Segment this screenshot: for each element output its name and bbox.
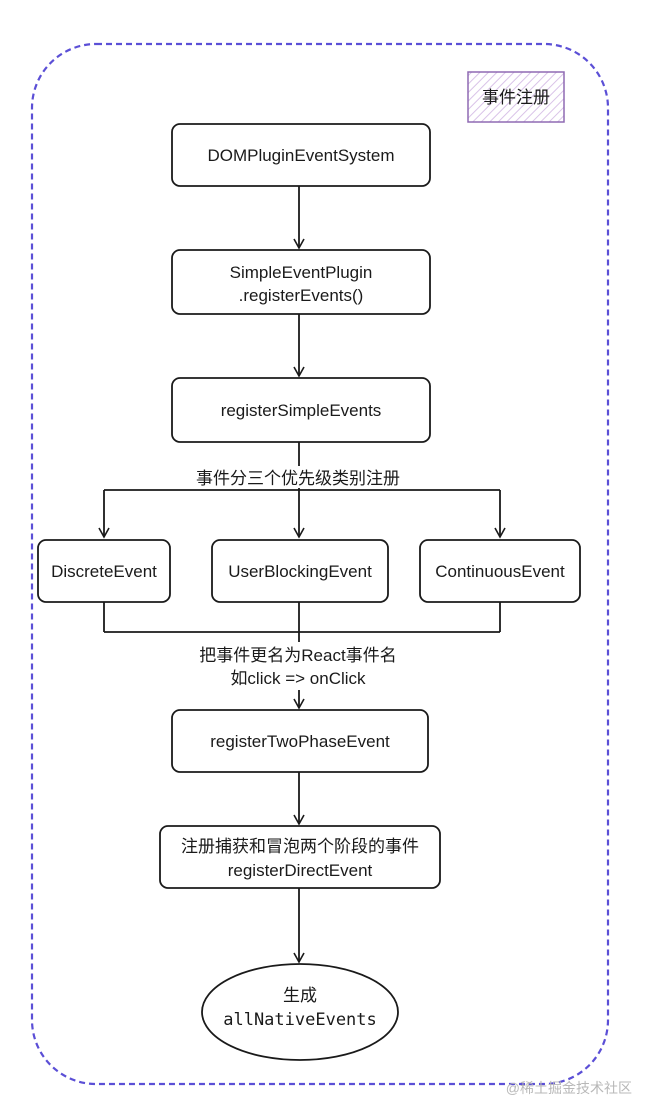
- node-simple-event-plugin: SimpleEventPlugin .registerEvents(): [171, 249, 431, 315]
- node-register-simple-events-label: registerSimpleEvents: [221, 401, 382, 420]
- priority-label-bg: [176, 466, 420, 488]
- watermark: @稀土掘金技术社区: [506, 1080, 632, 1096]
- edge-label-rename-line1: 把事件更名为React事件名: [199, 646, 396, 665]
- outer-frame: [30, 42, 610, 1086]
- node-dom-plugin-event-system: DOMPluginEventSystem: [171, 123, 431, 187]
- node-all-native-events-line2: allNativeEvents: [223, 1010, 377, 1030]
- edge-label-rename-line2: 如click => onClick: [230, 669, 366, 688]
- node-register-direct-event-line1: 注册捕获和冒泡两个阶段的事件: [181, 837, 419, 856]
- node-register-direct-event: 注册捕获和冒泡两个阶段的事件 registerDirectEvent: [159, 825, 441, 889]
- node-register-two-phase-event-label: registerTwoPhaseEvent: [210, 732, 390, 751]
- node-continuous-event: ContinuousEvent: [419, 539, 581, 603]
- node-simple-event-plugin-line2: .registerEvents(): [239, 286, 364, 305]
- node-discrete-event: DiscreteEvent: [37, 539, 171, 603]
- node-all-native-events: 生成 allNativeEvents: [201, 963, 399, 1061]
- node-discrete-event-label: DiscreteEvent: [51, 562, 157, 581]
- fork-connectors: [98, 442, 506, 539]
- node-register-two-phase-event: registerTwoPhaseEvent: [171, 709, 429, 773]
- node-user-blocking-event-label: UserBlockingEvent: [228, 562, 372, 581]
- node-register-direct-event-line2: registerDirectEvent: [228, 861, 373, 880]
- node-continuous-event-label: ContinuousEvent: [435, 562, 565, 581]
- section-badge: 事件注册: [467, 71, 565, 123]
- edge-label-priority: 事件分三个优先级类别注册: [196, 469, 400, 488]
- node-register-simple-events: registerSimpleEvents: [171, 377, 431, 443]
- node-simple-event-plugin-line1: SimpleEventPlugin: [230, 263, 373, 282]
- node-user-blocking-event: UserBlockingEvent: [211, 539, 389, 603]
- rename-label-bg: [180, 642, 416, 690]
- node-all-native-events-line1: 生成: [283, 986, 317, 1005]
- section-badge-label: 事件注册: [482, 88, 550, 107]
- node-dom-plugin-event-system-label: DOMPluginEventSystem: [207, 146, 394, 165]
